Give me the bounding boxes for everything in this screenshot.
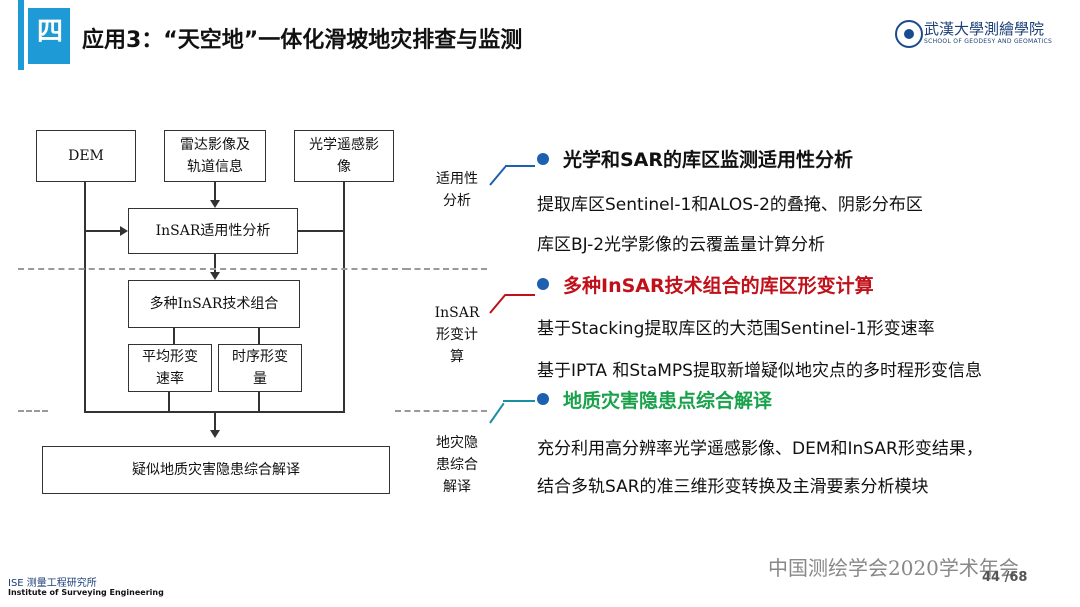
insar-suitability-box: InSAR适用性分析 [128,208,298,254]
stage-label-suitability: 适用性 分析 [436,171,478,209]
arrow-down-icon [210,200,220,208]
dem-connector [84,182,86,412]
rate-connector [168,392,170,412]
section-badge [28,8,70,64]
merge-connector [214,412,216,432]
radar-data-box: 雷达影像及 轨道信息 [164,130,266,182]
stage1-pointer [489,165,507,186]
stage-divider [18,268,408,270]
stage-label-insar: InSAR 形变计 算 [434,305,480,365]
section3-line1: 充分利用高分辨率光学遥感影像、DEM和InSAR形变结果， [537,439,983,459]
optical-image-box: 光学遥感影 像 [294,130,394,182]
ise-name-en: Institute of Surveying Engineering [8,588,164,597]
optical-connector [343,182,345,412]
stage1-pointer [505,165,535,167]
section2-line2: 基于IPTA 和StaMPS提取新增疑似地灾点的多时程形变信息 [537,361,982,381]
insar-combo-box: 多种InSAR技术组合 [128,280,300,328]
bullet-icon [537,393,549,405]
section-number: 四 [36,17,63,47]
optical-to-analysis-line [298,230,343,232]
arrow-down-icon [210,272,220,280]
interpret-box: 疑似地质灾害隐患综合解译 [42,446,390,494]
combo-connector-left [173,328,175,344]
stage3-pointer [489,402,505,424]
stage-label-interpret: 地灾隐 患综合 解译 [436,435,478,495]
stage-divider [18,410,48,412]
section1-line1: 提取库区Sentinel-1和ALOS-2的叠掩、阴影分布区 [537,195,923,215]
bullet-icon [537,278,549,290]
series-connector [258,392,260,412]
section2-line1: 基于Stacking提取库区的大范围Sentinel-1形变速率 [537,319,935,339]
section1-line2: 库区BJ-2光学影像的云覆盖量计算分析 [537,235,826,255]
time-series-box: 时序形变 量 [218,344,302,392]
stage-divider [395,410,487,412]
emblem-center-icon [904,29,914,39]
stage3-pointer [503,400,535,402]
radar-connector [214,182,216,202]
university-emblem-icon [895,20,923,48]
section3-heading: 地质灾害隐患点综合解译 [563,390,773,412]
ise-logo: ISE 测量工程研究所 [8,578,97,589]
section1-heading: 光学和SAR的库区监测适用性分析 [563,149,854,171]
university-logo-text: 武漢大學測繪學院 [924,20,1045,38]
analysis-connector [214,254,216,274]
avg-rate-box: 平均形变 速率 [128,344,212,392]
dem-box: DEM [36,130,136,182]
arrow-down-icon [210,430,220,438]
combo-connector-right [258,328,260,344]
school-name-en: SCHOOL OF GEODESY AND GEOMATICS [924,38,1053,45]
section3-line2: 结合多轨SAR的准三维形变转换及主滑要素分析模块 [537,477,929,497]
bullet-icon [537,153,549,165]
stage2-pointer [489,293,507,314]
page-number: 44 /68 [982,570,1028,585]
arrow-right-icon [120,226,128,236]
conference-watermark: 中国测绘学会2020学术年会 [768,556,1019,580]
stage2-pointer [505,294,535,296]
dem-to-analysis-line [86,230,120,232]
header-stripe [18,0,24,70]
stage-divider [405,268,487,270]
section2-heading: 多种InSAR技术组合的库区形变计算 [563,275,874,297]
slide-title: 应用3：“天空地”一体化滑坡地灾排查与监测 [82,28,523,53]
